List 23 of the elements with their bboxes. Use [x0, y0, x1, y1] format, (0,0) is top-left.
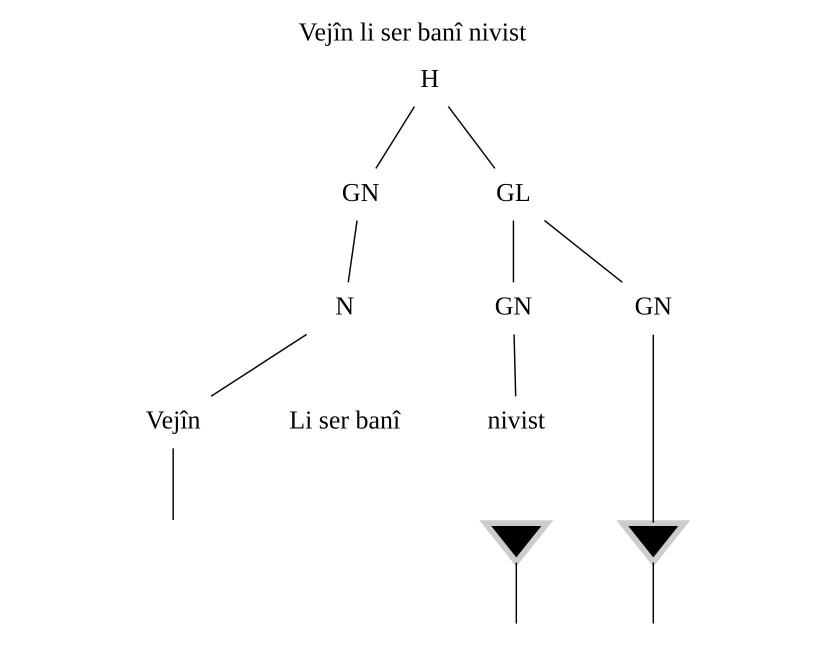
node-text: nivist — [487, 406, 546, 435]
node-text: Li ser banî — [289, 406, 400, 435]
connector — [544, 220, 623, 283]
node-text: GN — [342, 178, 380, 207]
connector — [448, 106, 496, 169]
node-text: Vejîn — [146, 406, 201, 435]
node-text: GN — [494, 292, 532, 321]
connector — [513, 334, 516, 396]
node-text: GN — [634, 292, 672, 321]
connector — [652, 562, 654, 624]
connector — [348, 220, 358, 282]
node-text: H — [420, 64, 440, 93]
node-triangle — [479, 520, 554, 567]
connector — [172, 448, 174, 520]
connector — [516, 562, 518, 624]
connector — [210, 334, 308, 397]
connector — [512, 220, 514, 282]
diagram-title: Vejîn li ser banî nivist — [298, 18, 526, 47]
node-text: N — [335, 292, 354, 321]
node-triangle — [616, 520, 690, 567]
connector — [652, 334, 654, 523]
connector — [375, 106, 416, 169]
node-text: GL — [496, 178, 531, 207]
